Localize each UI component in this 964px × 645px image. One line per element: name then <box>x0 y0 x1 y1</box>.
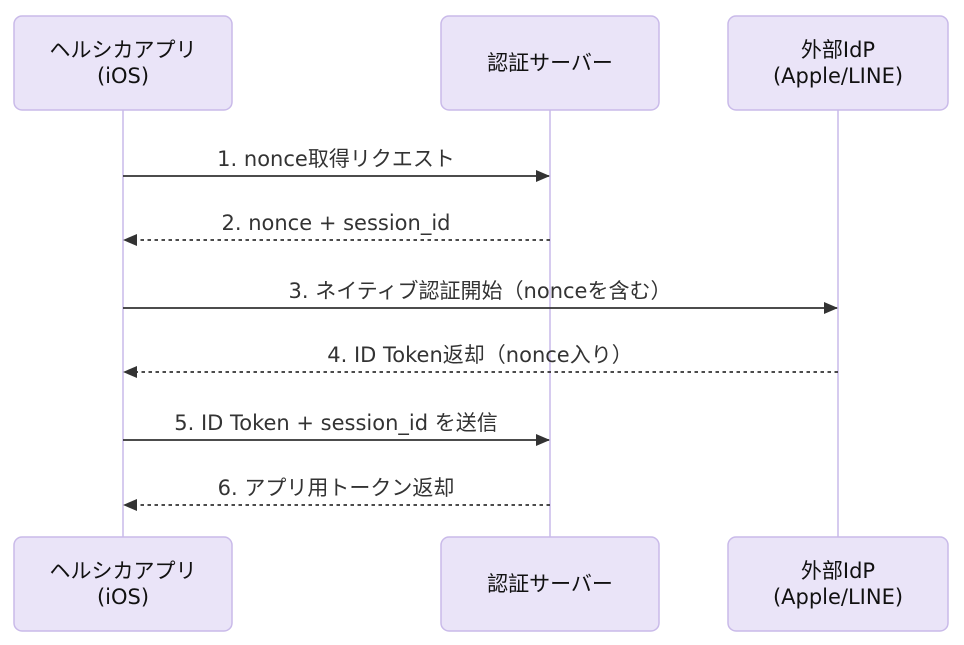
actor-label-auth-server-bottom: 認証サーバー <box>487 572 613 596</box>
actor-label-app-bottom-line2: (iOS) <box>97 585 149 609</box>
actor-box-external-idp-bottom <box>727 536 949 632</box>
message-label-5: 5. ID Token + session_id を送信 <box>174 411 498 436</box>
actor-box-app-top <box>13 15 233 111</box>
message-label-1: 1. nonce取得リクエスト <box>217 147 455 171</box>
actor-box-app-bottom <box>13 536 233 632</box>
actor-label-external-idp-line1: 外部IdP <box>801 38 875 62</box>
actor-label-app-line1: ヘルシカアプリ <box>50 38 197 62</box>
actor-box-auth-server-top <box>440 15 660 111</box>
actor-label-external-idp-bottom-line1: 外部IdP <box>801 559 875 583</box>
actor-label-external-idp-bottom-line2: (Apple/LINE) <box>773 585 903 609</box>
actor-box-auth-server-bottom <box>440 536 660 632</box>
message-label-6: 6. アプリ用トークン返却 <box>218 476 455 500</box>
actor-label-external-idp-line2: (Apple/LINE) <box>773 64 903 88</box>
message-label-4: 4. ID Token返却（nonce入り） <box>327 343 632 367</box>
message-label-3: 3. ネイティブ認証開始（nonceを含む） <box>289 279 672 303</box>
message-label-2: 2. nonce + session_id <box>222 211 451 236</box>
actor-box-external-idp-top <box>727 15 949 111</box>
actor-label-app-bottom-line1: ヘルシカアプリ <box>50 559 197 583</box>
actor-label-auth-server: 認証サーバー <box>487 51 613 75</box>
actor-label-app-line2: (iOS) <box>97 64 149 88</box>
